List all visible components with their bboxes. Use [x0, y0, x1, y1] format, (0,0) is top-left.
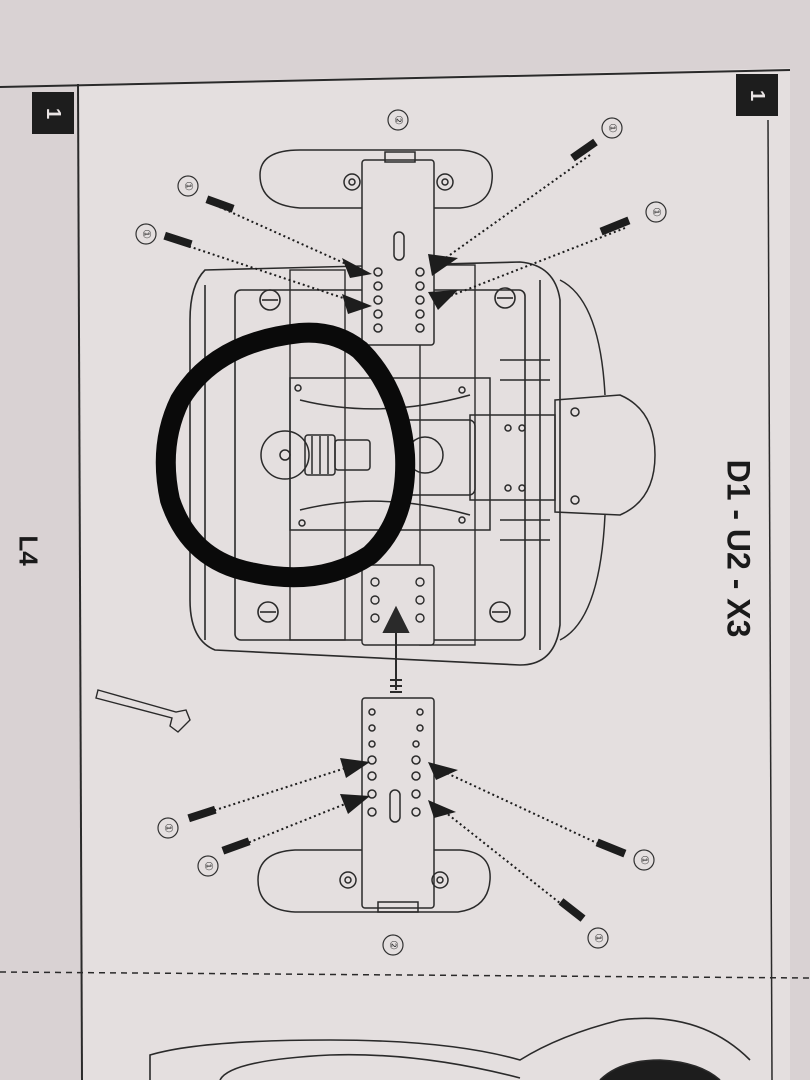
callout-circles: [135, 109, 667, 956]
marker-circle-highlight: [155, 322, 416, 588]
callout-screw-8: ①: [592, 933, 605, 943]
bottom-armrest-bracket: [257, 697, 491, 913]
step-badge-left: 1: [32, 92, 74, 134]
insert-arrow: [382, 605, 410, 693]
page-left-border: [77, 83, 83, 1080]
base-mount-holes: [361, 564, 435, 646]
hex-key-illustration: [95, 689, 191, 733]
callout-screw-7: ①: [638, 855, 651, 865]
model-code-label: D1 - U2 - X3: [720, 459, 757, 638]
callout-screw-5: ①: [162, 823, 175, 833]
callout-screw-1: ①: [182, 181, 195, 191]
step-badge-right: 1: [736, 74, 778, 116]
callout-bracket-top: ②: [392, 115, 405, 125]
callout-screw-4: ①: [650, 207, 663, 217]
callout-screw-3: ①: [606, 123, 619, 133]
dashed-divider: [0, 971, 810, 979]
screws-top: [163, 138, 631, 314]
gas-lift-knob: [260, 430, 371, 480]
step-number-right: 1: [746, 89, 769, 101]
next-step-fragment: [149, 1017, 751, 1080]
top-armrest-bracket: [259, 149, 493, 346]
callout-screw-2: ①: [140, 229, 153, 239]
front-lever-housing: [554, 279, 656, 641]
callout-screw-6: ①: [202, 861, 215, 871]
seat-base-plate: [189, 261, 561, 666]
step-number-left: 1: [42, 107, 65, 119]
callout-bracket-bottom: ②: [387, 940, 400, 950]
side-label: L4: [13, 535, 44, 566]
page-top-border: [0, 69, 791, 88]
screws-bottom: [187, 758, 627, 922]
page-right-border: [767, 119, 773, 1080]
